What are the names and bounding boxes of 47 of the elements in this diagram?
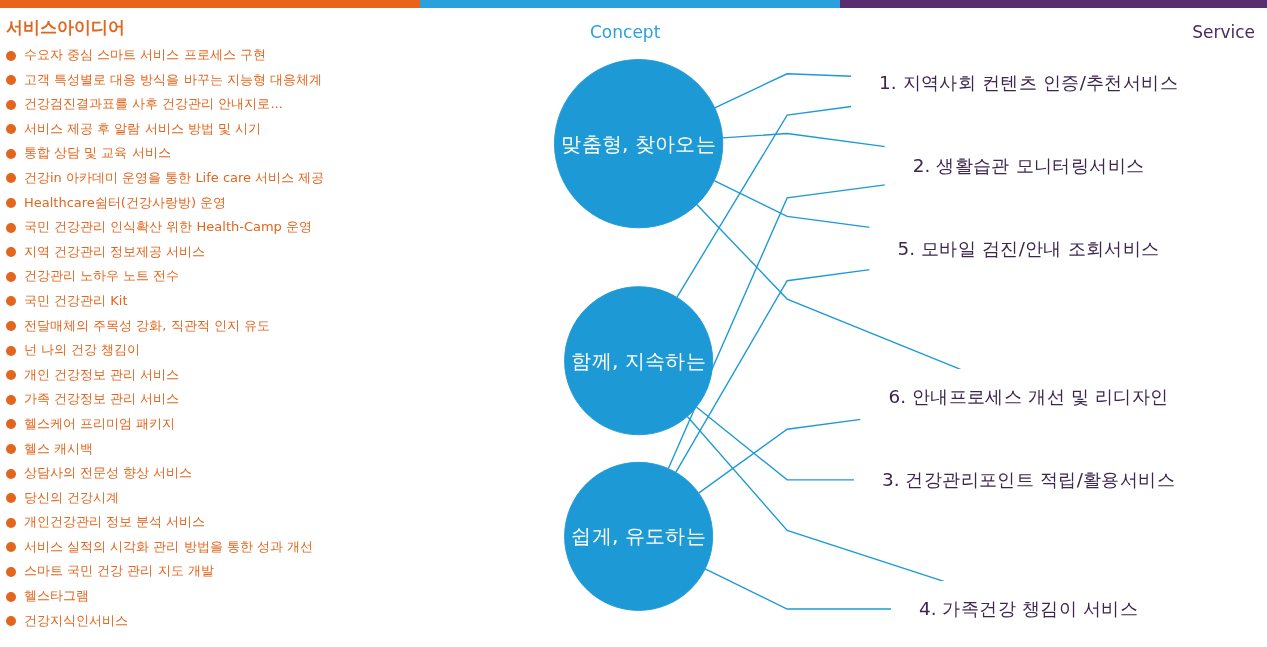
idea-item: 건강검진결과표를 사후 건강관리 안내지로... — [24, 96, 283, 112]
node-circle: 맞춤형, 찾아오는 — [554, 59, 724, 229]
node-text: 6. 안내프로세스 개선 및 리디자인 — [888, 386, 1169, 409]
connector — [713, 179, 871, 229]
idea-item: 고객 특성별로 대응 방식을 바꾸는 지능형 대응체계 — [24, 71, 322, 87]
idea-item: 수요자 중심 스마트 서비스 프로세스 구현 — [24, 47, 266, 62]
connector — [704, 568, 893, 610]
connector — [721, 132, 886, 148]
node-circle: 쉽게, 유도하는 — [564, 461, 714, 611]
idea-item: 헬스 캐시백 — [24, 440, 94, 456]
idea-item: 전달매체의 주목성 강화, 직관적 인지 유도 — [24, 317, 270, 333]
node-text: 1. 지역사회 컨텐츠 인증/추천서비스 — [879, 71, 1178, 94]
idea-item: 건강in 아카데미 운영을 통한 Life care 서비스 제공 — [24, 169, 325, 185]
idea-item: 지역 건강관리 정보제공 서비스 — [24, 243, 206, 259]
idea-item: 개인건강관리 정보 분석 서비스 — [24, 514, 206, 530]
node-text: 2. 생활습관 모니터링서비스 — [912, 154, 1145, 177]
idea-item: 건강지식인서비스 — [24, 612, 128, 628]
connector — [675, 268, 871, 474]
connector — [697, 418, 862, 494]
idea-item: Healthcare쉼터(건강사랑방) 운영 — [24, 194, 227, 210]
idea-item: 국민 건강관리 인식확산 위한 Health-Camp 운영 — [24, 219, 312, 235]
column-heading: Concept — [590, 22, 661, 42]
column-heading: 서비스아이디어 — [6, 16, 126, 39]
idea-item: 당신의 건강시계 — [24, 489, 120, 505]
node-circle: 함께, 지속하는 — [564, 286, 714, 436]
column-heading: Service — [1192, 22, 1255, 42]
connector — [676, 105, 853, 299]
idea-item: 개인 건강정보 관리 서비스 — [24, 366, 180, 382]
idea-item: 헬스타그램 — [24, 588, 89, 604]
connector — [714, 73, 853, 109]
node-text: 5. 모바일 검진/안내 조회서비스 — [897, 237, 1160, 260]
connector — [667, 184, 886, 470]
idea-item: 넌 나의 건강 챙김이 — [24, 342, 141, 358]
idea-item: 스마트 국민 건강 관리 지도 개발 — [24, 563, 214, 579]
connector — [696, 203, 962, 371]
connector — [686, 415, 945, 583]
idea-item: 서비스 제공 후 알람 서비스 방법 및 시기 — [24, 120, 261, 136]
idea-item: 통합 상담 및 교육 서비스 — [24, 145, 171, 161]
idea-item: 상담사의 전문성 향상 서비스 — [24, 465, 193, 481]
node-text: 4. 가족건강 챙김이 서비스 — [919, 598, 1139, 621]
idea-item: 가족 건강정보 관리 서비스 — [24, 391, 180, 407]
connector — [695, 406, 856, 481]
idea-item: 헬스케어 프리미엄 패키지 — [24, 415, 176, 431]
idea-item: 건강관리 노하우 노트 전수 — [24, 268, 180, 284]
node-text: 3. 건강관리포인트 적립/활용서비스 — [882, 468, 1176, 491]
idea-item: 서비스 실적의 시각화 관리 방법을 통한 성과 개선 — [24, 538, 313, 554]
idea-item: 국민 건강관리 Kit — [24, 292, 128, 308]
